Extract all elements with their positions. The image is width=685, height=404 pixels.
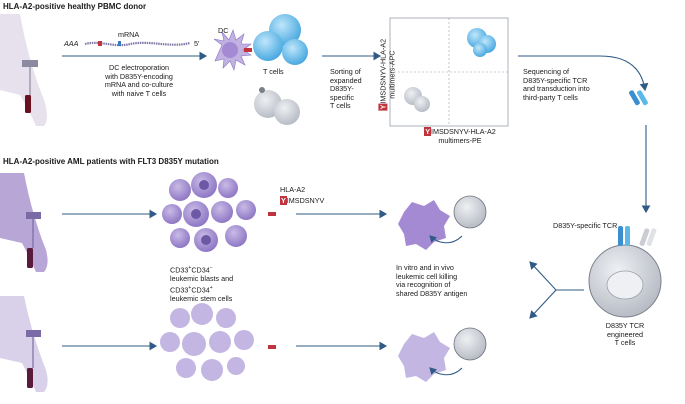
- t-cells-label: T cells: [263, 67, 284, 76]
- engineered-t-cell: [588, 226, 662, 318]
- hla-a2-label: HLA-A2: [280, 185, 306, 194]
- mrna-label: mRNA: [118, 30, 140, 39]
- epitope-label: YIMSDSNYV: [280, 196, 325, 205]
- dendritic-cell: [213, 29, 252, 71]
- leukemic-cells-row2: [160, 303, 276, 381]
- cd-markers-text: CD33+CD34− leukemic blasts and CD33+CD34…: [170, 265, 234, 303]
- section-title-aml-patients: HLA-A2-positive AML patients with FLT3 D…: [3, 157, 219, 166]
- section-title-healthy-donor: HLA-A2-positive healthy PBMC donor: [3, 2, 147, 11]
- leukemic-cells-row1: [162, 172, 276, 252]
- patient-arm-1: [0, 173, 48, 272]
- plot-y-axis-label: YIMSDSNYV-HLA-A2 multimers-APC: [378, 38, 396, 111]
- mrna-strand: [84, 41, 191, 47]
- t-cells-cluster: [253, 14, 308, 125]
- cell-killing-row2: [398, 327, 487, 382]
- tcr-label: D835Y-specific TCR: [553, 221, 618, 230]
- donor-arm: [0, 14, 47, 126]
- poly-a-label: AAA: [64, 39, 79, 48]
- cell-killing-row1: [398, 195, 487, 250]
- flow-arrows: [62, 51, 651, 351]
- flow-cytometry-plot: [389, 17, 509, 127]
- tcr-molecule-top: [628, 90, 648, 106]
- plot-x-axis-label: YIMSDSNYV-HLA-A2 multimers-PE: [424, 127, 496, 145]
- patient-arm-2: [0, 296, 48, 392]
- dc-label: DC: [218, 26, 229, 35]
- five-prime-label: 5′: [194, 39, 200, 48]
